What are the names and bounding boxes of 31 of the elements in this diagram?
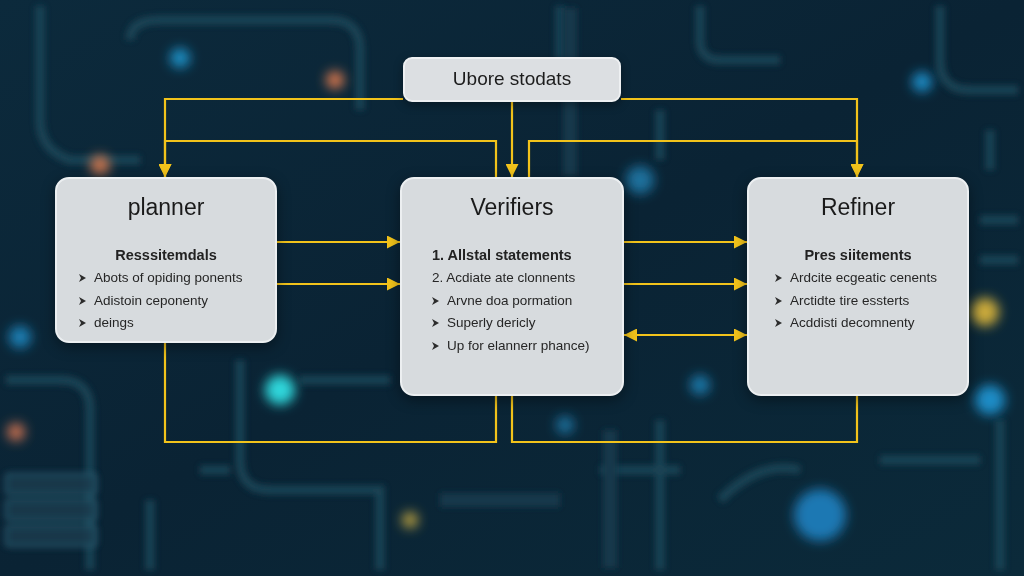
- connector-arrow: [505, 102, 519, 177]
- connector-arrow: [527, 139, 864, 177]
- list-item-text: Arctidte tire essterts: [790, 291, 910, 310]
- list-item-text: Superly dericly: [447, 314, 536, 332]
- connector-arrow: [624, 328, 747, 342]
- card-subheading: 1. Allstal statements: [432, 246, 572, 265]
- connector-line: [163, 343, 498, 444]
- process-card: [747, 177, 969, 396]
- process-card: [55, 177, 277, 343]
- process-card: [400, 177, 624, 396]
- list-item-text: deings: [94, 314, 134, 332]
- connector-line: [510, 396, 859, 444]
- card-subheading: Pres siitements: [804, 246, 912, 265]
- list-item-text: Acddisti decomnenty: [790, 314, 915, 332]
- card-title: Verifiers: [470, 193, 554, 222]
- list-item-text: 2. Acdiate ate clonnents: [432, 269, 576, 287]
- list-item-text: Adistoin ceponenty: [94, 291, 209, 310]
- card-title: planner: [127, 193, 205, 222]
- connector-arrow: [277, 277, 400, 291]
- card-subheading: Resssitemdals: [115, 246, 217, 265]
- box-label: Ubore stodats: [452, 67, 572, 92]
- connector-arrow: [158, 139, 498, 177]
- list-item-text: Abots of opiding ponents: [94, 269, 243, 287]
- list-item-text: Ardcite ecgeatic cenents: [790, 269, 938, 287]
- connector-arrow: [277, 235, 400, 249]
- connector-arrow: [624, 235, 747, 249]
- connector-arrow: [624, 277, 747, 291]
- list-item-text: Arvne doa pormation: [447, 291, 573, 310]
- card-title: Refiner: [820, 193, 896, 222]
- list-item-text: Up for elannerr phance): [447, 336, 590, 355]
- source-box: [403, 57, 621, 102]
